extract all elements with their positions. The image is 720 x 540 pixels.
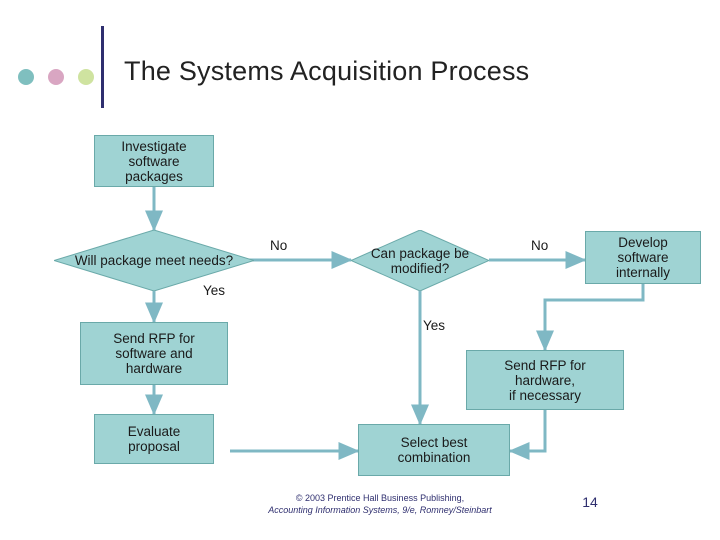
node-line: Send RFP for bbox=[504, 357, 586, 373]
header-divider bbox=[101, 26, 104, 108]
node-line: be modified? bbox=[390, 245, 470, 276]
edge-label-yes-2: Yes bbox=[423, 318, 446, 333]
bullet-pink-icon bbox=[48, 69, 64, 85]
footer-line-2: Accounting Information Systems, 9/e, Rom… bbox=[268, 505, 492, 515]
diamond-shape bbox=[54, 230, 254, 291]
bullet-green-icon bbox=[78, 69, 94, 85]
footer-copyright: © 2003 Prentice Hall Business Publishing… bbox=[180, 492, 580, 516]
flow-node-will-package-meet-needs[interactable]: Will package meet needs? bbox=[54, 230, 254, 291]
slide-number: 14 bbox=[582, 494, 598, 510]
node-line: hardware, bbox=[514, 372, 576, 388]
edge-label-yes-1: Yes bbox=[203, 283, 226, 298]
node-line: meet needs? bbox=[155, 253, 234, 268]
bullet-teal-icon bbox=[18, 69, 34, 85]
diamond-shape bbox=[351, 230, 489, 291]
node-line: Will package bbox=[74, 253, 152, 268]
flow-node-evaluate-proposal[interactable]: Evaluate proposal bbox=[94, 414, 214, 464]
node-line: Investigate bbox=[121, 138, 187, 154]
node-line: if necessary bbox=[508, 387, 581, 403]
flow-node-develop-software-internally[interactable]: Develop software internally bbox=[585, 231, 701, 284]
footer-line-1: © 2003 Prentice Hall Business Publishing… bbox=[295, 493, 465, 503]
page-title: The Systems Acquisition Process bbox=[124, 56, 530, 86]
node-line: packages bbox=[125, 168, 183, 184]
node-line: hardware bbox=[125, 361, 183, 376]
flow-node-send-rfp-hardware-if-necessary[interactable]: Send RFP for hardware, if necessary bbox=[466, 350, 624, 410]
node-line: Select best bbox=[400, 435, 468, 450]
node-line: proposal bbox=[128, 439, 180, 454]
flow-node-can-package-be-modified[interactable]: Can package be modified? bbox=[351, 230, 489, 291]
flow-node-send-rfp-software-and-hardware[interactable]: Send RFP for software and hardware bbox=[80, 322, 228, 385]
node-line: Evaluate bbox=[127, 424, 181, 439]
node-line: software bbox=[128, 153, 180, 169]
edge-label-no-2: No bbox=[531, 238, 549, 253]
flow-node-investigate-software-packages[interactable]: Investigate software packages bbox=[94, 135, 214, 187]
flow-node-select-best-combination[interactable]: Select best combination bbox=[358, 424, 510, 476]
node-line: combination bbox=[397, 450, 471, 465]
node-line: Develop bbox=[618, 235, 668, 250]
edge-label-no-1: No bbox=[270, 238, 288, 253]
node-line: Send RFP for bbox=[113, 331, 195, 346]
node-line: Can package bbox=[370, 245, 451, 261]
node-line: software and bbox=[115, 346, 193, 361]
node-line: software bbox=[617, 250, 669, 265]
node-line: internally bbox=[615, 265, 671, 280]
